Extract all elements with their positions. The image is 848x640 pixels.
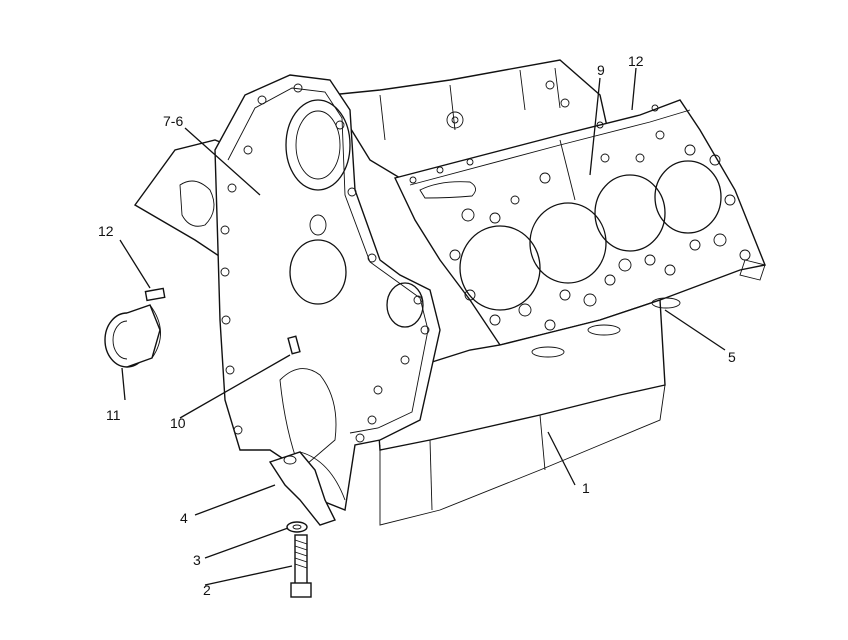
callout-12-top: 12 <box>628 53 644 69</box>
callout-12-left: 12 <box>98 223 114 239</box>
dowel-pin <box>144 287 166 302</box>
callout-4: 4 <box>180 510 188 526</box>
engine-block <box>133 59 766 526</box>
callout-2: 2 <box>203 582 211 598</box>
callout-9: 9 <box>597 62 605 78</box>
callout-10: 10 <box>170 415 186 431</box>
callout-5: 5 <box>728 349 736 365</box>
callout-11: 11 <box>106 407 121 423</box>
deck-bolt-holes <box>409 104 751 331</box>
callout-7-6: 7-6 <box>163 113 183 129</box>
cylinder-bores <box>459 160 722 311</box>
callout-3: 3 <box>193 552 201 568</box>
callout-1: 1 <box>582 480 590 496</box>
leader-lines <box>119 67 726 586</box>
timing-cover <box>214 74 441 511</box>
washer <box>286 521 308 533</box>
cam-bushing <box>104 304 161 368</box>
cover-bolt-holes <box>220 83 430 443</box>
bolt <box>290 534 312 598</box>
main-bearing-cap <box>268 451 346 526</box>
